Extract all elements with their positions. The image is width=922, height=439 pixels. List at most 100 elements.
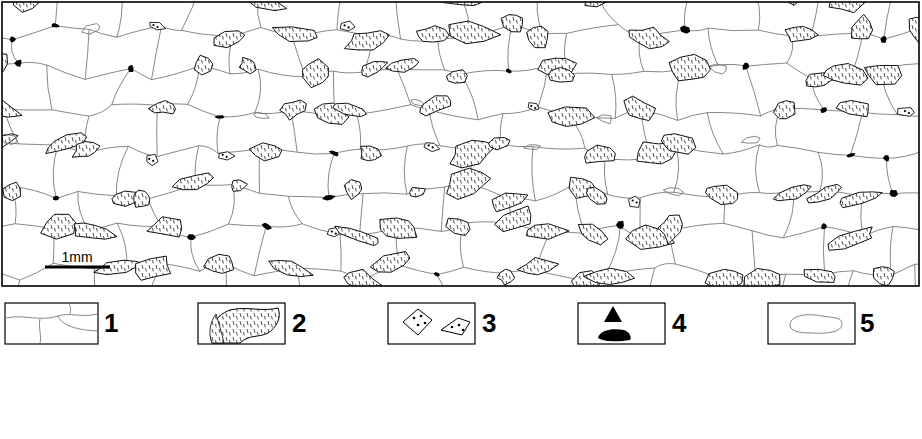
legend-number: 5 bbox=[860, 310, 874, 336]
outline-grain bbox=[2, 134, 17, 144]
hatched-phase bbox=[705, 269, 743, 286]
hatched-phase bbox=[72, 142, 100, 158]
hatched-phase bbox=[773, 185, 811, 201]
hatched-phase bbox=[269, 261, 314, 277]
opaque-grain bbox=[329, 151, 339, 157]
dot bbox=[156, 26, 158, 28]
dot bbox=[335, 233, 337, 235]
hatched-phase bbox=[239, 57, 256, 74]
hatched-phase bbox=[344, 31, 389, 50]
hatched-phase bbox=[497, 269, 515, 285]
hatched-phase bbox=[548, 107, 595, 127]
hatched-phase bbox=[172, 173, 213, 190]
legend-sample-grain-boundaries bbox=[5, 303, 98, 344]
opaque-grain bbox=[52, 23, 60, 28]
hatched-phase bbox=[148, 101, 175, 114]
hatched-phase bbox=[194, 55, 213, 75]
opaque-grain bbox=[187, 234, 196, 240]
hatched-phase bbox=[909, 17, 919, 42]
hatched-phase bbox=[280, 100, 307, 120]
opaque-grain bbox=[506, 68, 512, 73]
dot bbox=[530, 105, 532, 107]
dot bbox=[908, 112, 910, 114]
hatched-phase bbox=[416, 26, 449, 42]
hatched-phase bbox=[3, 182, 21, 201]
hatched-phase bbox=[526, 224, 569, 239]
hatched-phase bbox=[785, 27, 818, 42]
hatched-phase bbox=[410, 188, 426, 198]
hatched-phase bbox=[585, 145, 616, 163]
hatched-phase bbox=[344, 269, 382, 286]
hatched-phase bbox=[828, 227, 872, 250]
hatched-phase bbox=[420, 96, 451, 116]
dot bbox=[226, 156, 228, 158]
dotted-grain bbox=[340, 21, 355, 31]
outline-grain bbox=[411, 99, 425, 105]
hatched-phase bbox=[446, 218, 470, 235]
dot bbox=[344, 24, 346, 26]
hatched-phase bbox=[836, 101, 868, 117]
hatched-phase bbox=[669, 54, 711, 80]
hatched-phase bbox=[249, 143, 282, 161]
legend-sample-hatched-phase bbox=[198, 303, 285, 344]
hatched-phase bbox=[214, 31, 245, 48]
outline-grain bbox=[663, 188, 683, 196]
hatched-phase bbox=[41, 214, 76, 239]
hatched-phase bbox=[362, 62, 388, 78]
hatched-phase bbox=[386, 59, 419, 73]
hatched-phase bbox=[449, 21, 501, 44]
hatched-phase bbox=[823, 64, 868, 86]
hatched-phase bbox=[578, 224, 608, 245]
opaque-grain bbox=[890, 190, 899, 197]
opaque-grain bbox=[680, 26, 690, 34]
outline-grain bbox=[597, 115, 611, 124]
dotted-grain bbox=[898, 108, 915, 117]
legend-sample-dotted-grains bbox=[388, 303, 475, 344]
legend-number: 4 bbox=[672, 310, 686, 336]
dot bbox=[432, 146, 434, 148]
hatched-phase bbox=[2, 98, 22, 117]
legend-number: 1 bbox=[104, 310, 118, 336]
dot bbox=[632, 199, 634, 201]
hatched-phase bbox=[147, 217, 182, 237]
opaque-grain bbox=[820, 107, 827, 113]
hatched-phase bbox=[489, 138, 510, 150]
dot bbox=[152, 160, 154, 162]
dot bbox=[152, 24, 154, 26]
hatched-phase bbox=[501, 15, 523, 32]
hatched-phase bbox=[864, 66, 901, 85]
opaque-grain bbox=[883, 155, 889, 162]
hatched-phase bbox=[587, 187, 607, 204]
opaque-grain bbox=[846, 153, 855, 157]
hatched-phase bbox=[495, 206, 531, 232]
dot bbox=[331, 231, 333, 233]
hatched-phase bbox=[629, 27, 669, 49]
hatched-phase bbox=[370, 252, 410, 273]
scale-bar bbox=[45, 266, 110, 269]
hatched-phase bbox=[549, 67, 575, 82]
hatched-phase bbox=[661, 134, 696, 154]
hatched-phase bbox=[272, 27, 317, 42]
hatched-phase bbox=[584, 268, 635, 284]
dot bbox=[148, 158, 150, 160]
dot bbox=[534, 107, 536, 109]
dot bbox=[222, 154, 224, 156]
opaque-grain bbox=[14, 59, 21, 67]
hatched-phase bbox=[134, 190, 150, 207]
hatched-phase bbox=[136, 256, 171, 280]
hatched-phase bbox=[333, 103, 367, 116]
outline-grain bbox=[524, 145, 541, 150]
dotted-grain bbox=[147, 154, 158, 165]
dotted-grain bbox=[629, 196, 641, 207]
hatched-phase bbox=[447, 168, 491, 199]
hatched-phase bbox=[74, 223, 117, 239]
hatched-phase bbox=[852, 14, 873, 38]
opaque-grain bbox=[262, 223, 272, 230]
opaque-grain bbox=[128, 65, 134, 72]
opaque-grain bbox=[10, 37, 17, 43]
hatched-phase bbox=[873, 267, 894, 286]
hatched-phase bbox=[344, 180, 362, 200]
hatched-phase bbox=[2, 134, 18, 155]
hatched-phase bbox=[13, 2, 39, 12]
